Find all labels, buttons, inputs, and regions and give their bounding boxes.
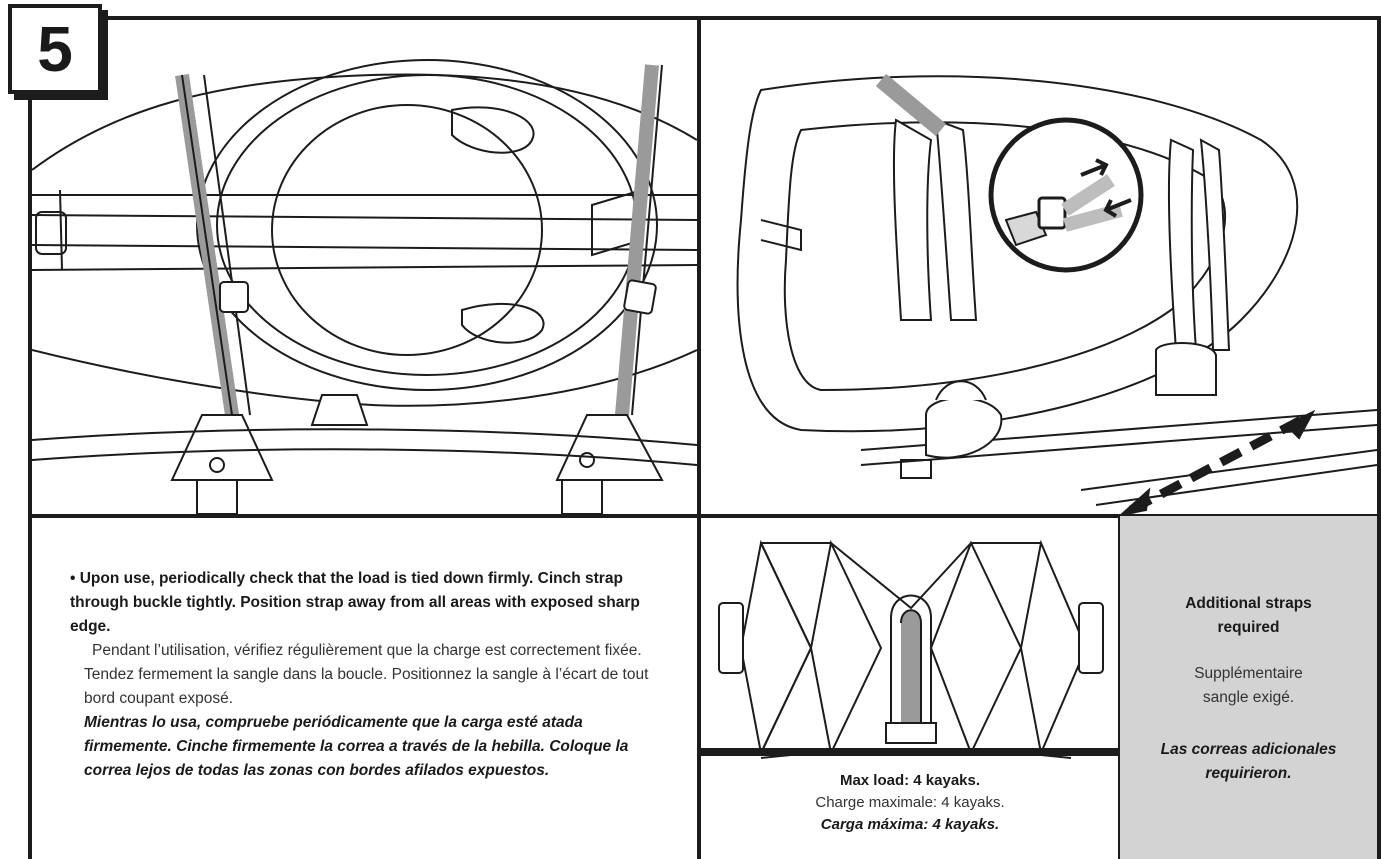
vertical-divider-lower	[1118, 516, 1121, 859]
page-frame	[28, 16, 1381, 859]
instructions-spanish: Mientras lo usa, compruebe periódicament…	[84, 714, 629, 779]
instructions-english-text: Upon use, periodically check that the lo…	[70, 570, 640, 635]
vertical-divider	[697, 16, 701, 859]
additional-straps-spanish: Las correas adicionales requirieron.	[1160, 741, 1337, 782]
max-load-spanish: Carga máxima: 4 kayaks.	[820, 816, 1000, 833]
illustration-kayak-strapped-side	[701, 20, 1377, 514]
max-load-english: Max load: 4 kayaks.	[839, 772, 981, 789]
max-load-caption: Max load: 4 kayaks. Charge maximale: 4 k…	[700, 770, 1120, 836]
illustration-kayak-strapped-front	[32, 20, 697, 514]
illustration-four-kayaks	[701, 518, 1118, 768]
additional-straps-panel: Additional straps required Supplémentair…	[1120, 516, 1377, 859]
step-number-badge: 5	[8, 4, 102, 94]
bullet-icon: •	[70, 570, 80, 587]
step-number: 5	[37, 13, 73, 85]
additional-straps-english: Additional straps required	[1185, 595, 1312, 636]
instructions-french: Pendant l’utilisation, vérifiez régulièr…	[84, 642, 649, 707]
max-load-french: Charge maximale: 4 kayaks.	[815, 794, 1005, 811]
instructions-text: • Upon use, periodically check that the …	[70, 567, 650, 783]
additional-straps-french: Supplémentaire sangle exigé.	[1194, 665, 1303, 706]
horizontal-divider	[28, 514, 1381, 518]
instructions-english: • Upon use, periodically check that the …	[70, 567, 650, 639]
